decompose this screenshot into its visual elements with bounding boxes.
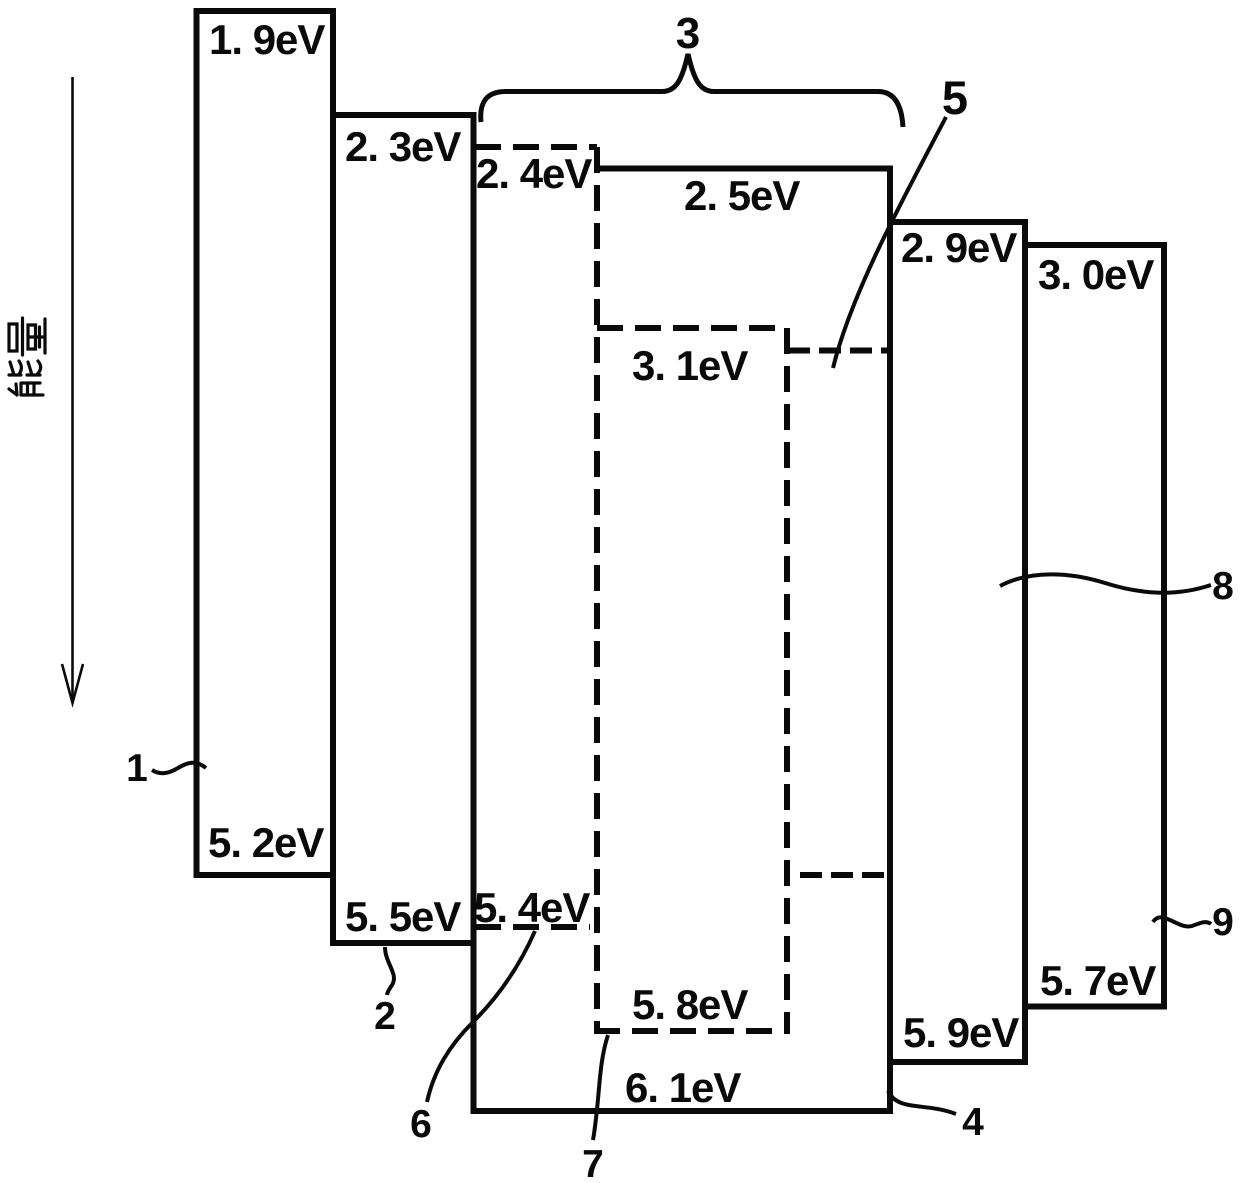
svg-text:5. 2eV: 5. 2eV bbox=[208, 819, 324, 866]
svg-text:2. 5eV: 2. 5eV bbox=[684, 172, 800, 219]
svg-text:5. 8eV: 5. 8eV bbox=[632, 981, 748, 1028]
svg-text:6: 6 bbox=[410, 1103, 432, 1146]
svg-text:8: 8 bbox=[1212, 565, 1234, 608]
svg-text:2: 2 bbox=[374, 995, 396, 1038]
svg-text:5. 7eV: 5. 7eV bbox=[1040, 957, 1156, 1004]
svg-text:7: 7 bbox=[582, 1143, 604, 1183]
svg-text:2. 4eV: 2. 4eV bbox=[476, 150, 592, 197]
svg-text:1. 9eV: 1. 9eV bbox=[209, 16, 325, 63]
svg-text:9: 9 bbox=[1212, 901, 1234, 944]
svg-text:3. 1eV: 3. 1eV bbox=[632, 342, 748, 389]
svg-text:4: 4 bbox=[962, 1101, 984, 1144]
svg-text:5. 9eV: 5. 9eV bbox=[903, 1009, 1019, 1056]
svg-text:6. 1eV: 6. 1eV bbox=[625, 1064, 741, 1111]
svg-text:3. 0eV: 3. 0eV bbox=[1038, 251, 1154, 298]
svg-text:2. 3eV: 2. 3eV bbox=[345, 123, 461, 170]
svg-text:5. 4eV: 5. 4eV bbox=[474, 884, 590, 931]
svg-text:5: 5 bbox=[942, 71, 968, 124]
svg-text:2. 9eV: 2. 9eV bbox=[901, 224, 1017, 271]
svg-text:3: 3 bbox=[676, 9, 700, 58]
svg-text:1: 1 bbox=[126, 747, 148, 790]
svg-text:5. 5eV: 5. 5eV bbox=[345, 893, 461, 940]
